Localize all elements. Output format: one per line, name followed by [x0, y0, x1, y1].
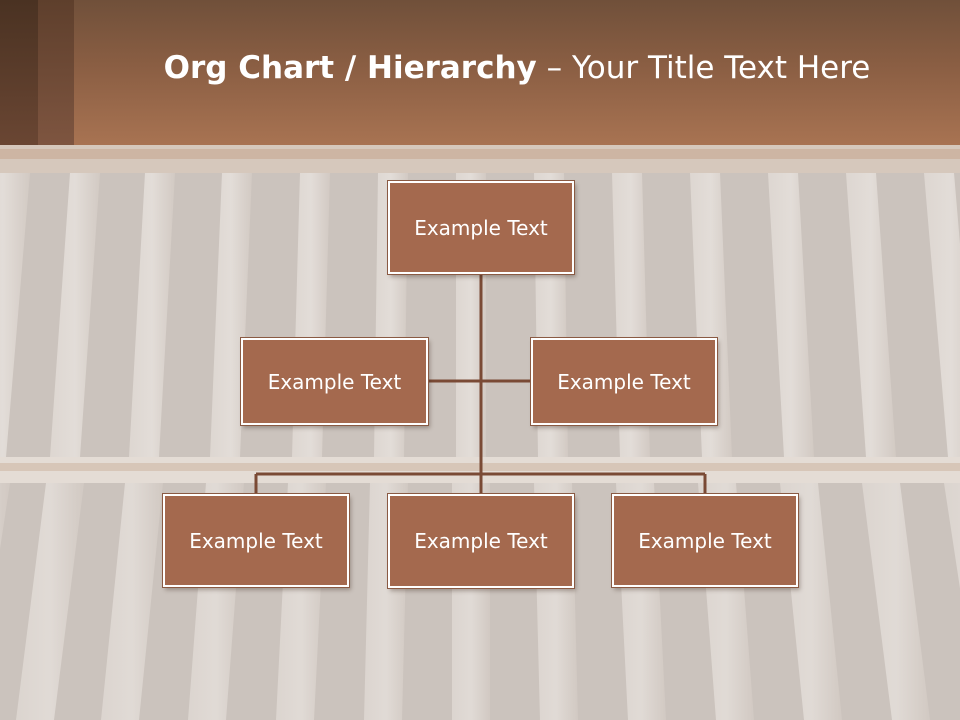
header-accent-stripe-mid — [38, 0, 74, 145]
org-node-assistant-left[interactable]: Example Text — [241, 338, 428, 425]
org-node-root[interactable]: Example Text — [388, 181, 574, 274]
org-node-child-2[interactable]: Example Text — [388, 494, 574, 588]
org-node-child-3[interactable]: Example Text — [612, 494, 798, 587]
title-bold-part: Org Chart / Hierarchy — [163, 50, 537, 86]
org-node-child-1[interactable]: Example Text — [163, 494, 349, 587]
header-band — [0, 0, 960, 145]
title-rest-part: Your Title Text Here — [571, 50, 871, 86]
title-dash: – — [536, 50, 572, 86]
org-node-assistant-right[interactable]: Example Text — [531, 338, 717, 425]
slide-title[interactable]: Org Chart / Hierarchy – Your Title Text … — [74, 50, 960, 86]
header-accent-stripe-dark — [0, 0, 38, 145]
